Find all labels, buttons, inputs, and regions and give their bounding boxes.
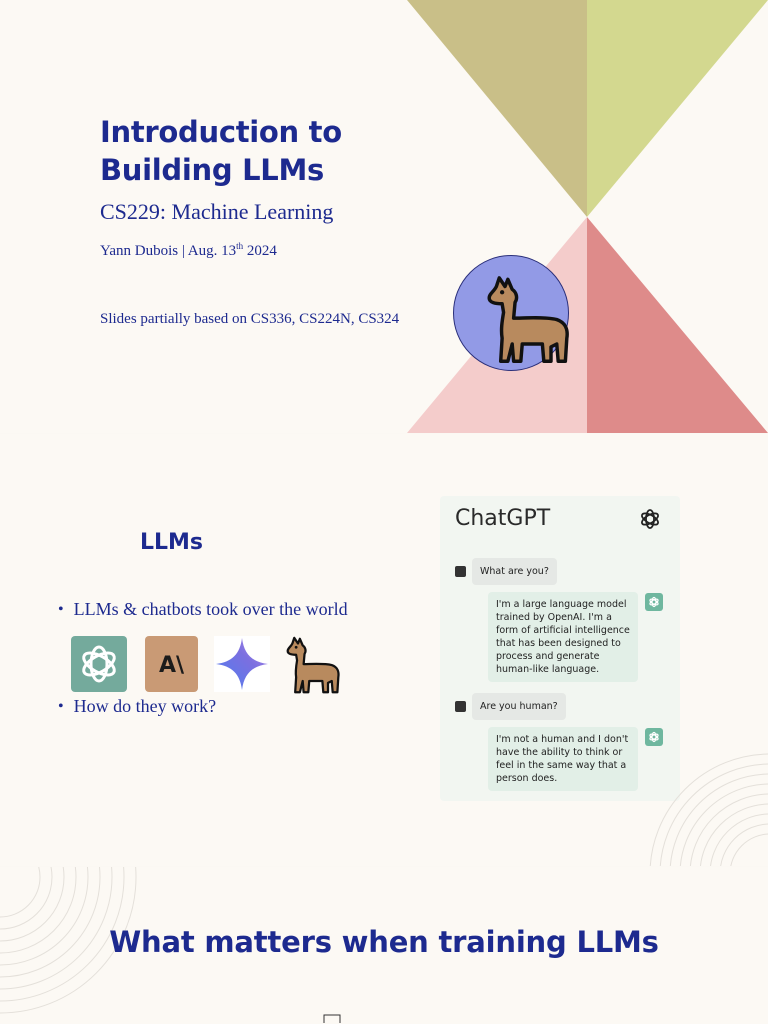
openai-logo-icon [649, 596, 659, 608]
chat-title: ChatGPT [455, 506, 551, 531]
openai-knot-icon [82, 645, 116, 683]
assistant-message: I'm not a human and I don't have the abi… [488, 727, 638, 791]
assistant-message: I'm a large language model trained by Op… [488, 592, 638, 682]
gemini-logo-icon [214, 636, 270, 692]
llama-icon [286, 636, 340, 694]
chatgpt-screenshot: ChatGPT What are you? I'm a large langua… [440, 496, 680, 801]
assistant-avatar-icon [645, 593, 663, 611]
partial-shape [323, 1014, 341, 1023]
llama-logo [282, 636, 340, 694]
lime-triangle [587, 0, 768, 217]
bullet-item: • LLMs & chatbots took over the world [58, 599, 348, 620]
course-subtitle: CS229: Machine Learning [100, 199, 334, 224]
user-message: Are you human? [472, 693, 566, 720]
slide-heading: LLMs [140, 530, 204, 555]
bullet-text: LLMs & chatbots took over the world [73, 599, 348, 619]
llama-icon [487, 276, 569, 363]
openai-logo-icon [71, 636, 127, 692]
user-avatar-icon [455, 701, 466, 712]
date-ordinal: th [236, 241, 244, 251]
bullet-dot: • [58, 600, 64, 618]
source-note: Slides partially based on CS336, CS224N,… [100, 311, 400, 327]
openai-logo-icon [641, 509, 659, 529]
anthropic-mark-text: A\ [159, 653, 185, 678]
anthropic-logo-icon: A\ [145, 636, 198, 692]
bullet-item: • How do they work? [58, 696, 216, 717]
presentation-title: Introduction to Building LLMs [100, 115, 342, 187]
assistant-avatar-icon [645, 728, 663, 746]
slide-llms: LLMs • LLMs & chatbots took over the wor… [0, 434, 768, 866]
user-avatar-icon [455, 566, 466, 577]
author-date-year: 2024 [243, 243, 277, 259]
decorative-arcs [0, 867, 137, 1014]
slide-training: What matters when training LLMs [0, 867, 768, 1024]
anthropic-mark-icon: A\ [159, 653, 185, 678]
rose-triangle [587, 217, 768, 433]
gemini-star-icon [216, 638, 268, 690]
bullet-dot: • [58, 697, 64, 715]
slide-title: Introduction to Building LLMs CS229: Mac… [0, 0, 768, 433]
author-date: Yann Dubois | Aug. 13th 2024 [100, 241, 277, 260]
slide-heading: What matters when training LLMs [109, 925, 659, 959]
user-message: What are you? [472, 558, 557, 585]
olive-triangle [407, 0, 587, 217]
author-date-main: Yann Dubois | Aug. 13 [100, 243, 237, 259]
openai-logo-icon [649, 731, 659, 743]
bullet-text: How do they work? [73, 696, 217, 716]
decorative-arcs [649, 753, 768, 866]
